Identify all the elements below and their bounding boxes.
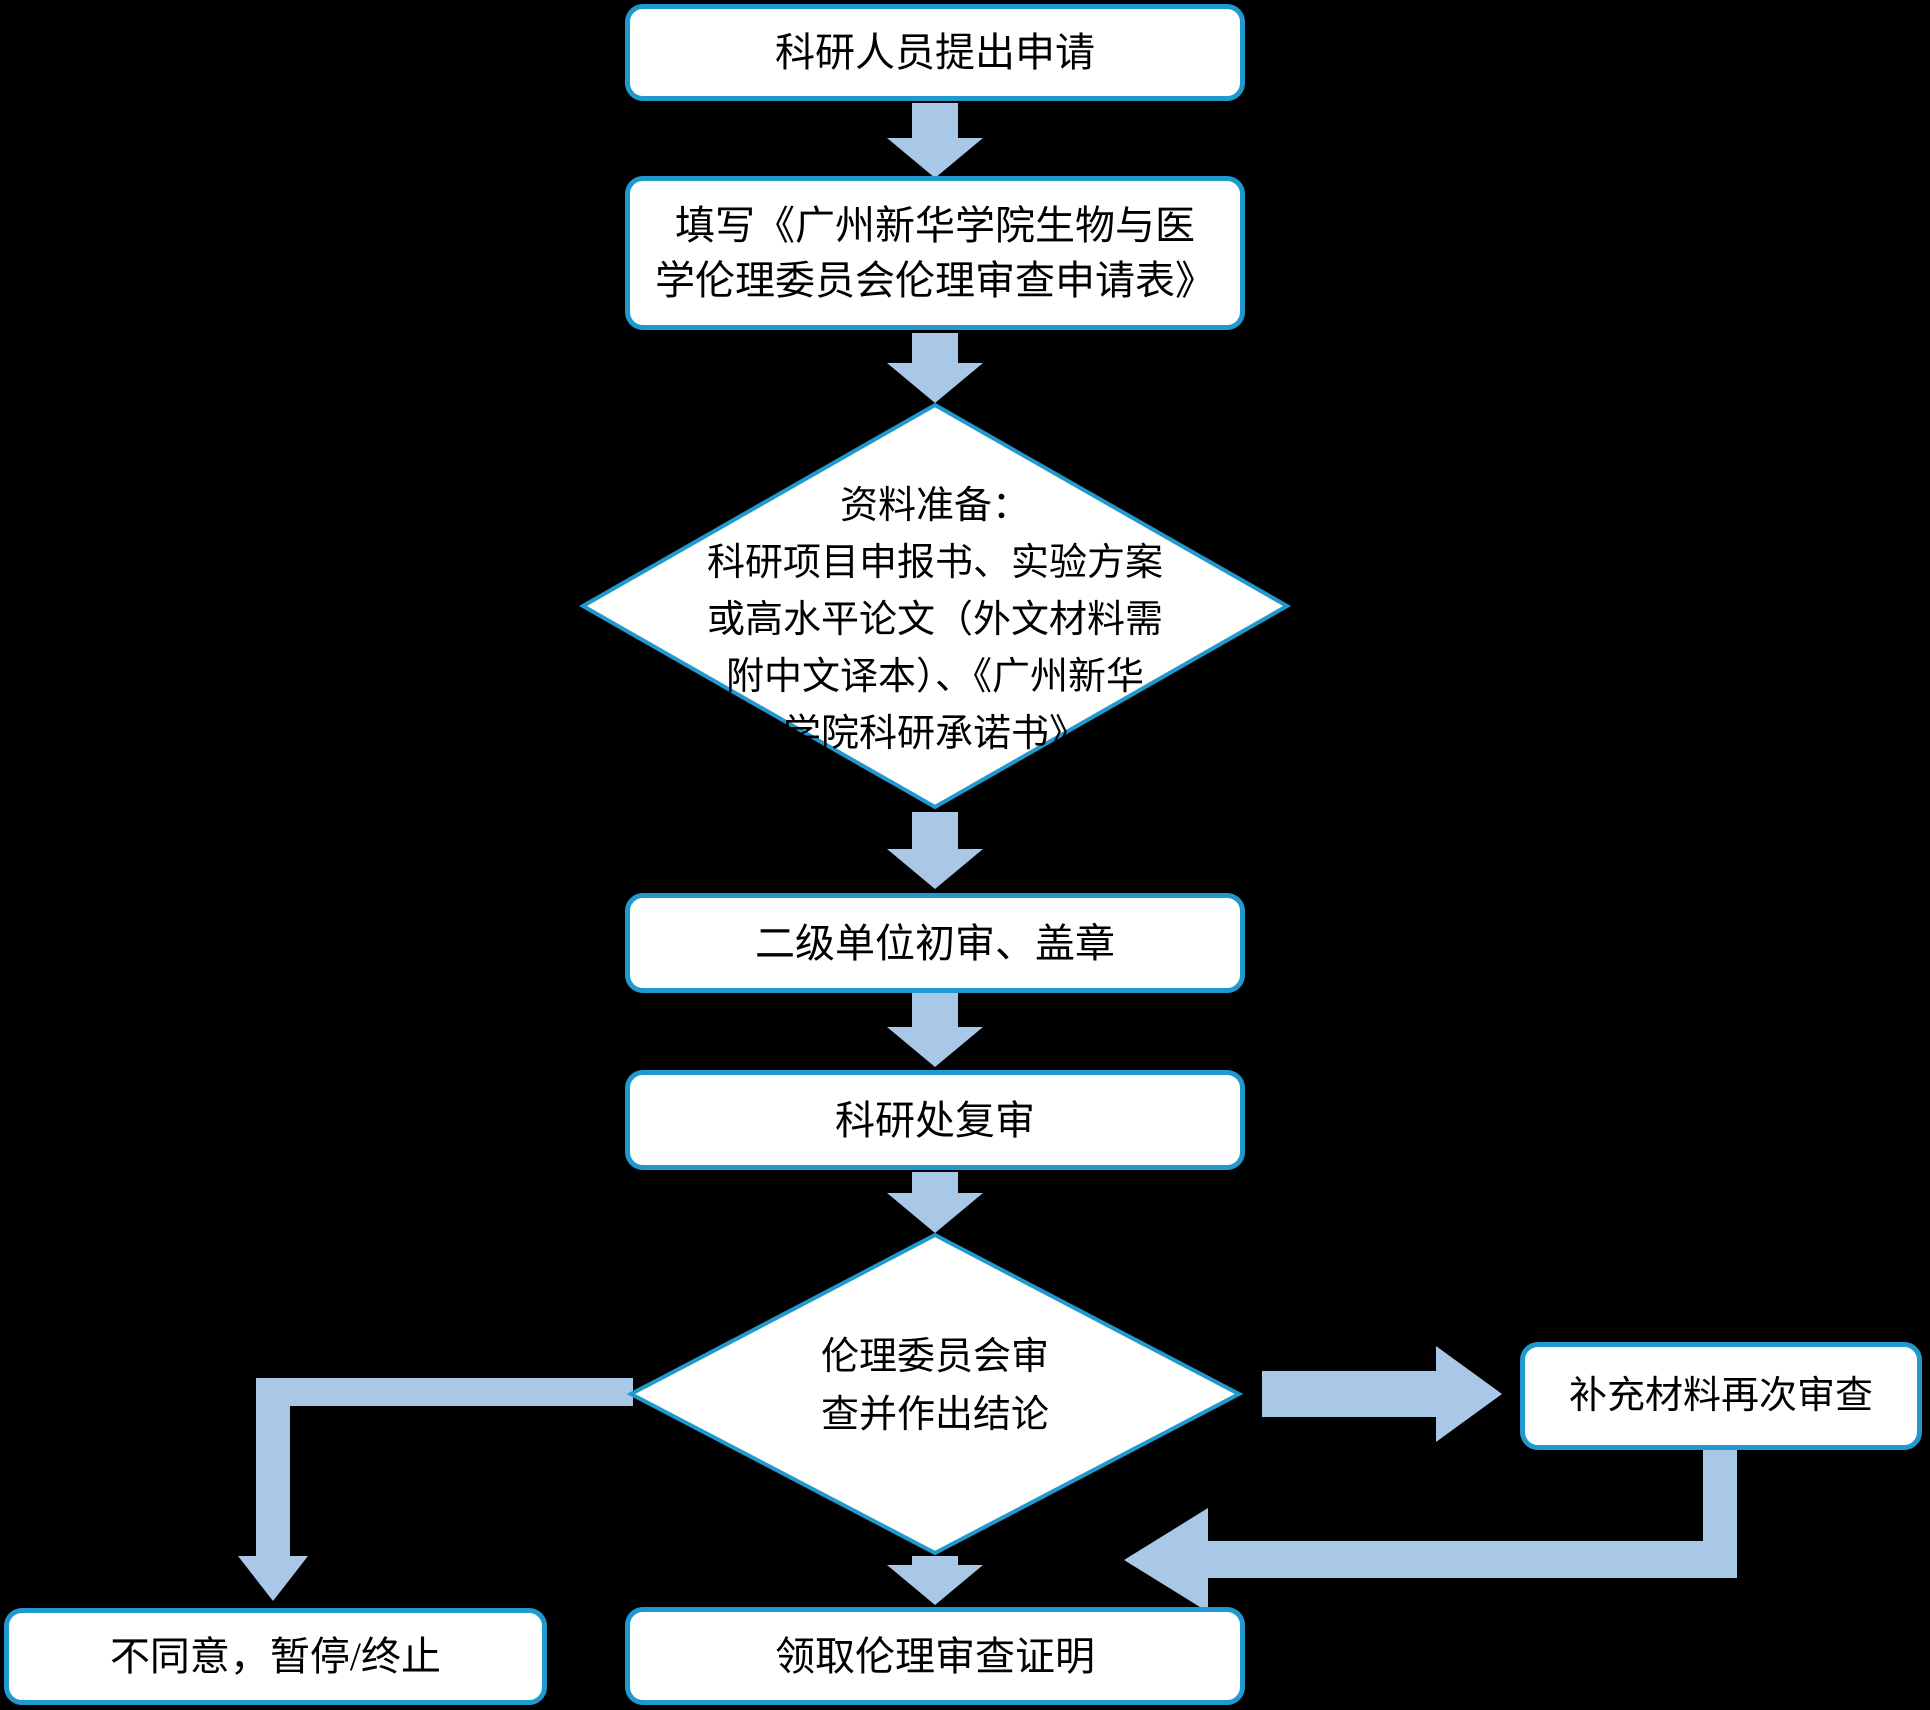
arrow-down-4 bbox=[887, 993, 983, 1067]
node-fill-form: 填写《广州新华学院生物与医 学伦理委员会伦理审查申请表》 bbox=[625, 176, 1245, 330]
node-line: 学伦理委员会伦理审查申请表》 bbox=[655, 258, 1215, 303]
node-label: 领取伦理审查证明 bbox=[775, 1633, 1095, 1679]
node-label: 二级单位初审、盖章 bbox=[755, 920, 1115, 966]
node-label: 补充材料再次审查 bbox=[1568, 1374, 1873, 1417]
diamond-committee-text: 伦理委员会审 查并作出结论 bbox=[685, 1328, 1185, 1444]
node-apply: 科研人员提出申请 bbox=[625, 4, 1245, 101]
diamond-prepare-text: 资料准备： 科研项目申报书、实验方案 或高水平论文（外文材料需 附中文译本）、《… bbox=[585, 478, 1285, 763]
node-line: 伦理委员会审 bbox=[820, 1336, 1049, 1378]
arrow-left-elbow bbox=[238, 1378, 633, 1601]
diamond-committee-review bbox=[626, 1232, 1244, 1556]
node-office-review: 科研处复审 bbox=[625, 1070, 1245, 1170]
node-label: 不同意，暂停/终止 bbox=[109, 1634, 442, 1679]
arrow-return-elbow bbox=[1124, 1450, 1737, 1612]
node-unit-review: 二级单位初审、盖章 bbox=[625, 893, 1245, 993]
arrow-down-2 bbox=[887, 333, 983, 403]
arrow-down-5 bbox=[887, 1172, 983, 1233]
diamond-prepare bbox=[578, 402, 1292, 810]
node-line: 附中文译本）、《广州新华 bbox=[725, 656, 1144, 698]
node-label: 科研处复审 bbox=[835, 1097, 1035, 1143]
arrow-down-3 bbox=[887, 812, 983, 889]
node-line: 科研项目申报书、实验方案 bbox=[706, 542, 1163, 584]
node-line: 填写《广州新华学院生物与医 bbox=[675, 203, 1195, 248]
arrow-right-supplement bbox=[1262, 1346, 1502, 1442]
node-disagree: 不同意，暂停/终止 bbox=[4, 1608, 547, 1705]
node-label: 科研人员提出申请 bbox=[775, 30, 1095, 75]
node-line: 查并作出结论 bbox=[820, 1394, 1049, 1436]
node-line: 学院科研承诺书》 bbox=[782, 713, 1087, 755]
node-line: 或高水平论文（外文材料需 bbox=[706, 599, 1163, 641]
node-supplement-review: 补充材料再次审查 bbox=[1520, 1342, 1922, 1450]
node-line: 资料准备： bbox=[839, 485, 1030, 527]
arrow-down-1 bbox=[887, 103, 983, 178]
node-certificate: 领取伦理审查证明 bbox=[625, 1607, 1245, 1705]
arrow-down-6 bbox=[887, 1556, 983, 1605]
